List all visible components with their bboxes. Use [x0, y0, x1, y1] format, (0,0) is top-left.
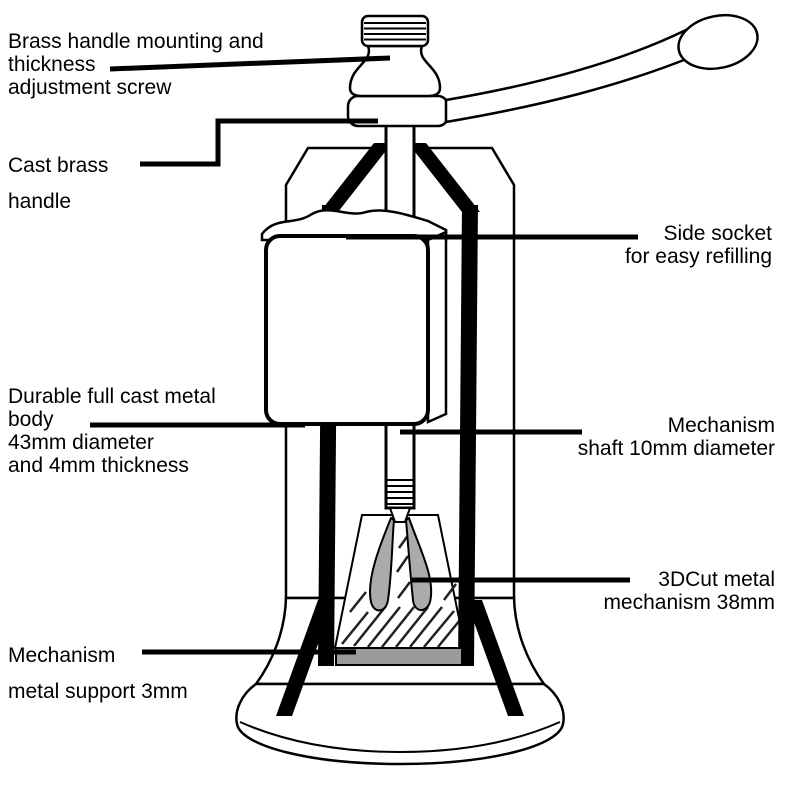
label-mechanism-shaft: Mechanism shaft 10mm diameter: [577, 414, 775, 461]
base-rim-line: [239, 721, 561, 754]
socket-front: [264, 234, 430, 426]
socket-side: [426, 230, 448, 424]
label-metal-body: Durable full cast metal body 43mm diamet…: [8, 385, 216, 478]
burr-right: [404, 516, 433, 611]
handle-grip: [677, 13, 759, 71]
socket-lid: [260, 209, 448, 242]
burr-left: [369, 516, 396, 612]
label-side-socket: Side socket for easy refilling: [624, 222, 772, 269]
shaft-threads: [387, 479, 413, 505]
adjustment-screw-cap: [360, 14, 430, 48]
label-metal-support: Mechanism metal support 3mm: [8, 644, 188, 703]
frame-right-diagonal: [408, 143, 480, 212]
base-foot: [235, 682, 565, 766]
leader-lines: [90, 55, 638, 655]
crank-arm: [444, 28, 696, 124]
handle-neck: [348, 44, 442, 98]
base-leg-right: [466, 600, 524, 716]
frame-left-diagonal: [320, 143, 392, 212]
label-3dcut-mechanism: 3DCut metal mechanism 38mm: [603, 568, 775, 615]
shaft-tip: [388, 507, 412, 523]
label-adjustment-screw: Brass handle mounting and thickness adju…: [8, 30, 264, 100]
frame-right-bar: [458, 205, 478, 666]
label-cast-brass-handle: Cast brass handle: [8, 154, 109, 213]
leader-cast-brass-handle: [140, 118, 378, 167]
base-leg-left: [276, 600, 334, 716]
screw-cap-threads: [364, 22, 426, 41]
support-plate: [335, 647, 463, 666]
leader-adjustment-screw: [109, 55, 391, 72]
